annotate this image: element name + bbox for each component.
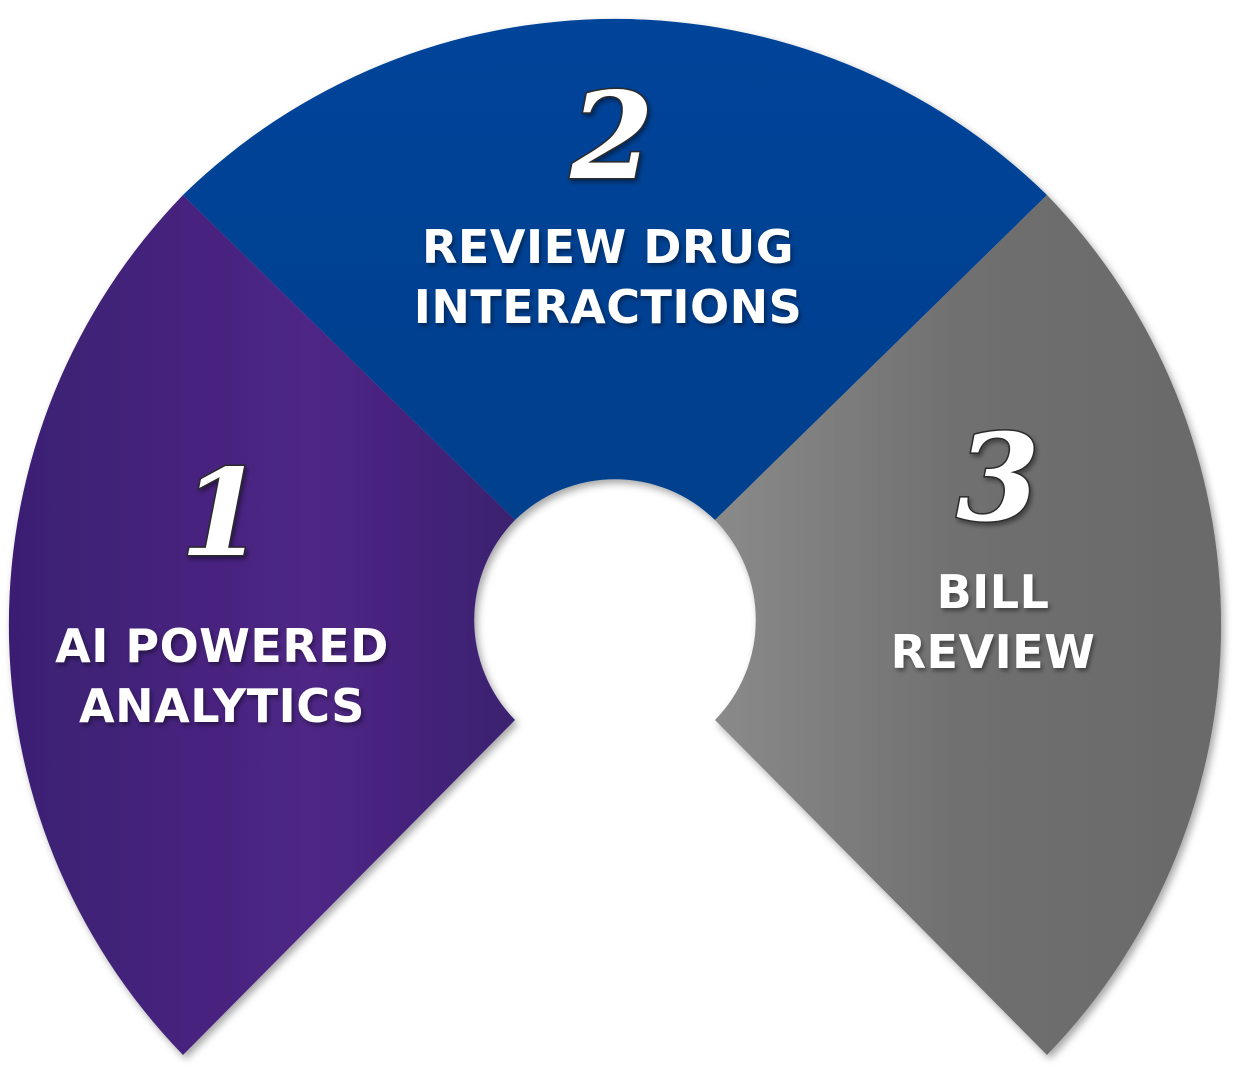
segment-2-number: 2: [569, 66, 654, 207]
segment-1-label-line1: AI POWERED: [55, 619, 389, 673]
segment-3-label-line1: BILL: [937, 565, 1050, 619]
segment-1-number: 1: [180, 443, 264, 584]
segment-3-number: 3: [956, 408, 1040, 549]
segment-3-shape: [715, 195, 1222, 1055]
segment-2-label-line2: INTERACTIONS: [414, 280, 802, 334]
segment-1-shape: [8, 195, 516, 1055]
segment-2-shape: [183, 18, 1047, 521]
segment-1-label-line2: ANALYTICS: [79, 679, 365, 733]
segment-3-label-line2: REVIEW: [891, 625, 1096, 679]
segment-2-label-line1: REVIEW DRUG: [422, 220, 794, 274]
